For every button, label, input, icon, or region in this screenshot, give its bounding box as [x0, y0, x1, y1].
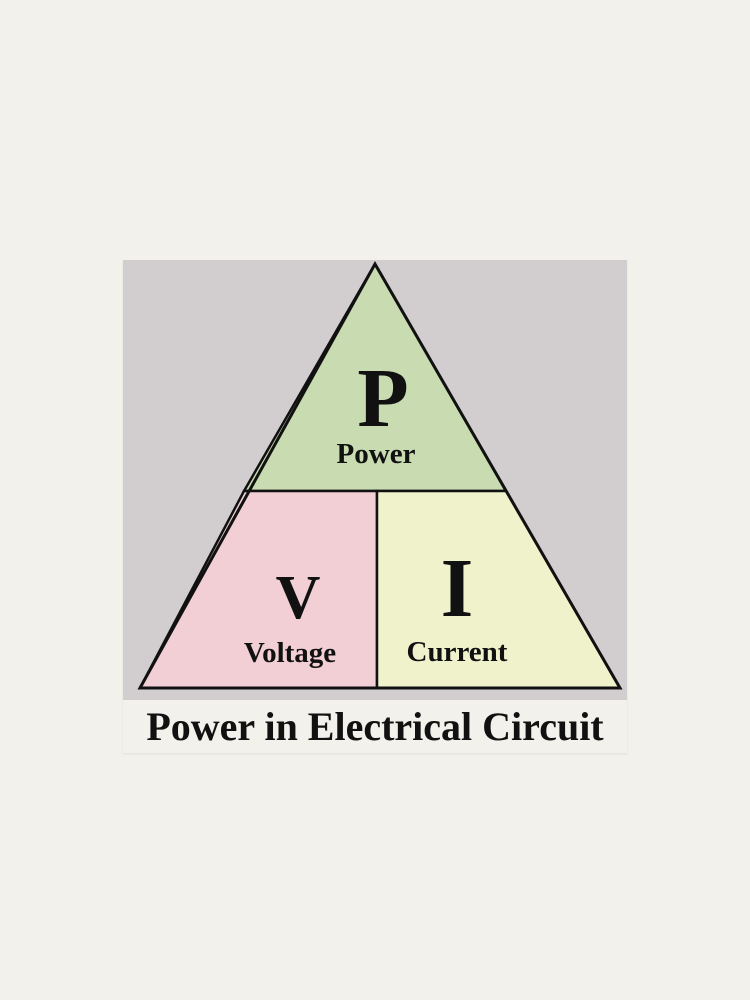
triangle-outline	[137, 260, 623, 690]
current-symbol: I	[441, 542, 474, 635]
print-canvas: P Power V Voltage I Current Power in Ele…	[123, 260, 627, 753]
voltage-symbol: V	[276, 564, 321, 632]
diagram-title: Power in Electrical Circuit	[146, 704, 604, 749]
voltage-label: Voltage	[244, 637, 336, 669]
power-label: Power	[337, 438, 416, 470]
caption-band	[123, 700, 627, 753]
current-label: Current	[407, 636, 508, 668]
power-symbol: P	[357, 352, 408, 445]
pvi-triangle-diagram: P Power V Voltage I Current	[137, 260, 623, 690]
